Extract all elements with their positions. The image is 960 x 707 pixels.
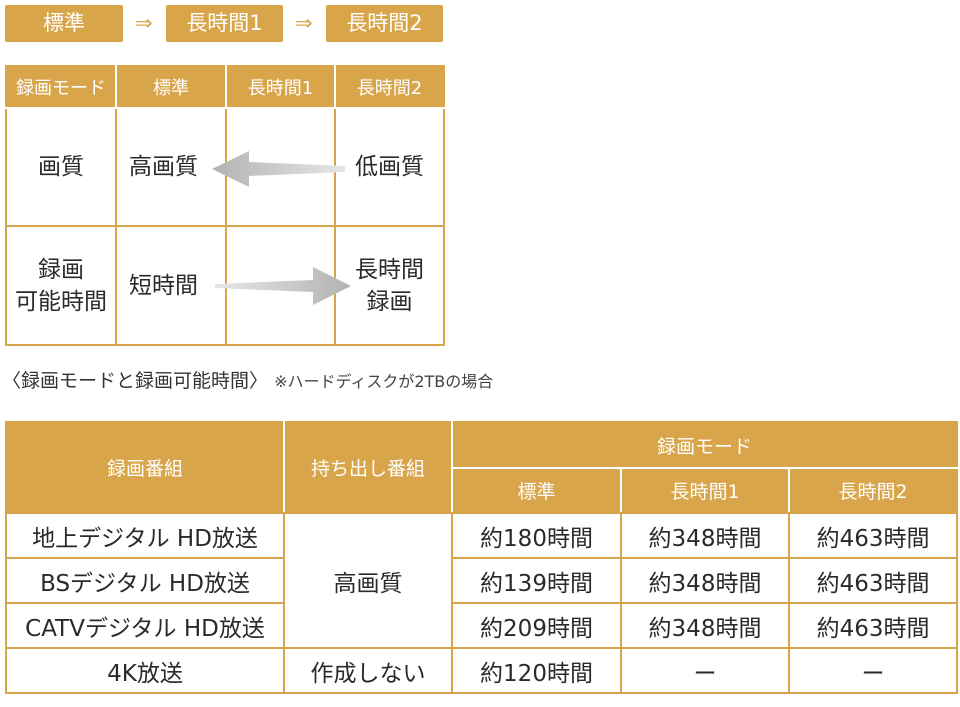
mode-comparison-grid: 録画モード 標準 長時間1 長時間2 画質 高画質 低画質 録画 可能時間 短時…	[5, 65, 445, 346]
grid-low-quality: 低画質	[334, 107, 445, 227]
time-standard: 約209時間	[451, 602, 622, 649]
grid-header-standard: 標準	[115, 65, 227, 109]
flow-arrow-1: ⇒	[135, 11, 153, 35]
grid-label-quality: 画質	[5, 107, 117, 227]
time-long1: ー	[620, 647, 790, 694]
grid-empty-cell	[225, 225, 336, 346]
header-program: 録画番組	[5, 421, 285, 514]
table-caption: 〈録画モードと録画可能時間〉 ※ハードディスクが2TBの場合	[2, 366, 493, 393]
time-standard: 約120時間	[451, 647, 622, 694]
grid-empty-cell	[225, 107, 336, 227]
grid-label-duration-line1: 録画	[38, 256, 84, 283]
grid-long-recording: 長時間 録画	[334, 225, 445, 346]
takeout-value: 作成しない	[283, 647, 453, 694]
grid-label-duration: 録画 可能時間	[5, 225, 117, 346]
time-standard: 約180時間	[451, 512, 622, 559]
mode-tag-long1: 長時間1	[166, 5, 283, 42]
header-takeout: 持ち出し番組	[283, 421, 453, 514]
time-long1: 約348時間	[620, 602, 790, 649]
time-long2: 約463時間	[787, 557, 959, 604]
caption-note: ※ハードディスクが2TBの場合	[274, 372, 494, 391]
flow-arrow-2: ⇒	[295, 11, 313, 35]
table-row: CATVデジタル HD放送 約209時間 約348時間 約463時間	[5, 602, 959, 649]
program-name: BSデジタル HD放送	[5, 557, 285, 604]
grid-header-mode: 録画モード	[5, 65, 117, 109]
grid-row-quality: 画質 高画質 低画質	[5, 107, 445, 227]
table-header-row-1: 録画番組 持ち出し番組 録画モード	[5, 421, 959, 514]
table-row: 地上デジタル HD放送 高画質 約180時間 約348時間 約463時間	[5, 512, 959, 649]
program-name: 4K放送	[5, 647, 285, 694]
time-long2: ー	[787, 647, 959, 694]
header-mode-standard: 標準	[451, 467, 622, 514]
grid-short-time: 短時間	[115, 225, 227, 346]
grid-header-row: 録画モード 標準 長時間1 長時間2	[5, 65, 445, 109]
grid-row-duration: 録画 可能時間 短時間 長時間 録画	[5, 225, 445, 346]
grid-long-recording-line2: 録画	[366, 288, 413, 315]
grid-high-quality: 高画質	[115, 107, 227, 227]
grid-header-long1: 長時間1	[225, 65, 336, 109]
takeout-hd-quality: 高画質	[283, 512, 453, 649]
table-row: 4K放送 作成しない 約120時間 ー ー	[5, 647, 959, 694]
caption-title: 〈録画モードと録画可能時間〉	[2, 370, 269, 392]
time-long2: 約463時間	[787, 602, 959, 649]
header-mode-long2: 長時間2	[787, 467, 959, 514]
mode-tag-standard: 標準	[5, 5, 123, 42]
table-header-row-2: 標準 長時間1 長時間2	[6, 467, 959, 514]
time-long2: 約463時間	[787, 512, 959, 559]
recording-time-table: 録画番組 持ち出し番組 録画モード 標準 長時間1 長時間2 地上デジタル HD…	[5, 421, 959, 694]
program-name: 地上デジタル HD放送	[5, 512, 285, 559]
table-row: BSデジタル HD放送 約139時間 約348時間 約463時間	[5, 557, 959, 604]
time-standard: 約139時間	[451, 557, 622, 604]
grid-long-recording-line1: 長時間	[355, 256, 424, 283]
time-long1: 約348時間	[620, 512, 790, 559]
header-mode-long1: 長時間1	[620, 467, 790, 514]
header-mode: 録画モード	[450, 421, 959, 469]
program-name: CATVデジタル HD放送	[5, 602, 285, 649]
grid-label-duration-line2: 可能時間	[15, 288, 107, 315]
grid-header-long2: 長時間2	[334, 65, 445, 109]
mode-tag-long2: 長時間2	[326, 5, 443, 42]
time-long1: 約348時間	[620, 557, 790, 604]
